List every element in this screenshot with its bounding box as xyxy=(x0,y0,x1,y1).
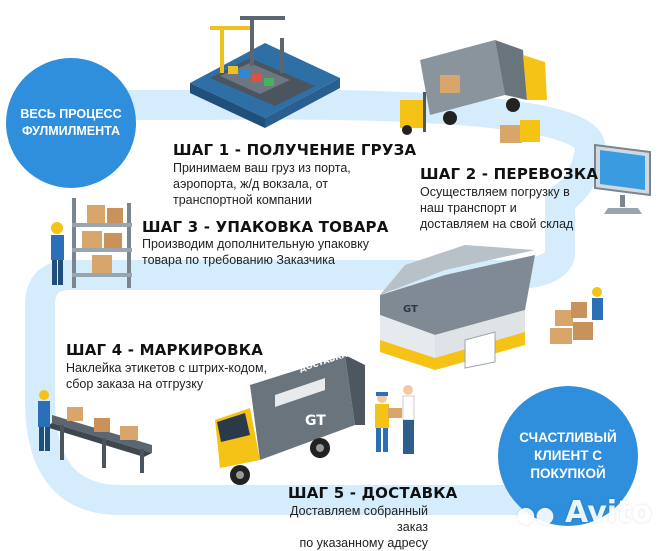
watermark-dots-icon: ●● xyxy=(516,503,555,528)
step-1-text: Принимаем ваш груз из порта, аэропорта, … xyxy=(173,161,351,207)
warehouse-illustration: GT xyxy=(380,245,603,370)
step-2-text: Осуществляем погрузку в наш транспорт и … xyxy=(420,185,574,231)
step-3-text: Производим дополнительную упаковку товар… xyxy=(142,237,369,267)
delivery-truck-illustration: ДОСТАВКА GT xyxy=(215,350,365,485)
step-5-title: ШАГ 5 - ДОСТАВКА xyxy=(288,484,458,502)
truck-logo: GT xyxy=(305,413,326,429)
watermark-text: Avito xyxy=(565,495,652,530)
monitor-icon xyxy=(594,143,651,214)
intro-circle-label: ВЕСЬ ПРОЦЕСС ФУЛМИЛМЕНТА xyxy=(20,107,122,138)
warehouse-logo: GT xyxy=(403,304,418,315)
step-4-title: ШАГ 4 - МАРКИРОВКА xyxy=(66,341,264,359)
avito-watermark: ●● Avito xyxy=(516,495,652,530)
final-circle: СЧАСТЛИВЫЙ КЛИЕНТ С ПОКУПКОЙ xyxy=(498,386,638,526)
step-5-text: Доставляем собранный заказ по указанному… xyxy=(290,504,428,550)
port-ship-illustration xyxy=(190,16,340,128)
truck-forklift-illustration xyxy=(400,40,547,143)
packing-shelves-illustration xyxy=(51,198,132,288)
conveyor-illustration xyxy=(38,390,152,473)
courier-client-illustration xyxy=(375,385,415,454)
intro-circle: ВЕСЬ ПРОЦЕСС ФУЛМИЛМЕНТА xyxy=(6,58,136,188)
step-1-title: ШАГ 1 - ПОЛУЧЕНИЕ ГРУЗА xyxy=(173,141,417,159)
step-3-title: ШАГ 3 - УПАКОВКА ТОВАРА xyxy=(142,218,389,236)
step-2-title: ШАГ 2 - ПЕРЕВОЗКА xyxy=(420,165,599,183)
step-4-text: Наклейка этикетов с штрих-кодом, сбор за… xyxy=(66,361,268,391)
final-circle-label: СЧАСТЛИВЫЙ КЛИЕНТ С ПОКУПКОЙ xyxy=(519,430,617,481)
